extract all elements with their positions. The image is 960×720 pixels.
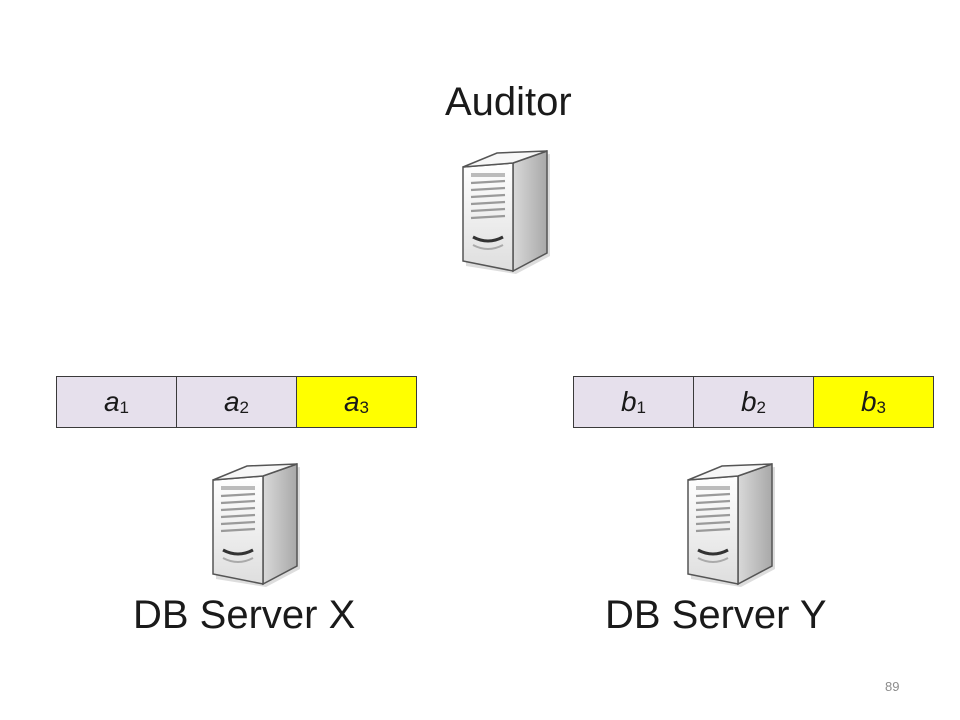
db-server-y-label: DB Server Y: [605, 593, 827, 637]
db-server-x-icon: [212, 462, 300, 587]
db-server-x-label: DB Server X: [133, 593, 356, 637]
page-number: 89: [885, 679, 900, 694]
auditor-server-icon: [462, 149, 550, 274]
auditor-label: Auditor: [445, 80, 572, 124]
db-server-y-icon: [687, 462, 775, 587]
